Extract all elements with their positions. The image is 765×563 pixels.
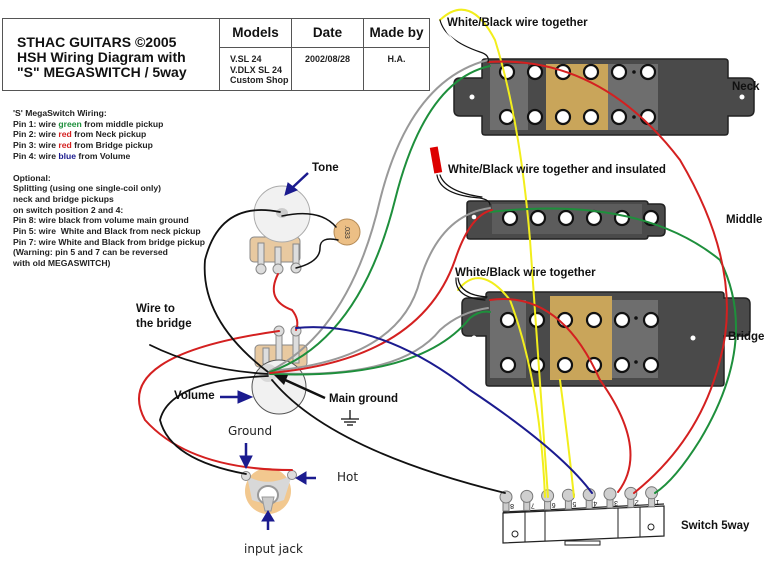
- hot-label: Hot: [337, 470, 359, 484]
- lead-neck: [439, 19, 489, 63]
- volume-label: Volume: [174, 390, 215, 402]
- wire-black-tone-ground: [203, 209, 281, 373]
- main-ground-arrow: [274, 375, 326, 400]
- model-2: V.DLX SL 24: [230, 64, 283, 75]
- lead-middle: [436, 174, 491, 206]
- wires: [138, 8, 737, 498]
- wire-to-bridge-label: Wire to the bridge: [136, 303, 192, 330]
- switch-lug: [624, 486, 638, 500]
- main-ground-label: Main ground: [329, 393, 398, 405]
- title-company: STHAC GUITARS ©2005: [17, 34, 177, 50]
- optional-line: Pin 7: wire White and Black from bridge …: [13, 236, 205, 247]
- wire-red-middle: [269, 209, 493, 374]
- insulation-tube: [429, 146, 443, 174]
- wire-yellow-bridge-2: [559, 379, 575, 498]
- pin-note: Pin 1: wire green from middle pickup: [13, 118, 164, 129]
- optional-line: (Warning: pin 5 and 7 can be reversed: [13, 247, 168, 258]
- tone-pot: [249, 185, 311, 275]
- wire-green-neck: [269, 65, 491, 373]
- madeby-header: Made by: [364, 19, 429, 48]
- date-header: Date: [292, 19, 363, 48]
- input-jack-label: input jack: [244, 542, 303, 556]
- middle-lead-note: White/Black wire together and insulated: [448, 164, 666, 176]
- switch-pin-number: 5: [572, 500, 576, 507]
- optional-line: on switch position 2 and 4:: [13, 204, 124, 215]
- switch-pin-number: 7: [531, 501, 535, 508]
- wire-gray-middle: [269, 207, 491, 372]
- bridge-label: Bridge: [728, 331, 765, 343]
- switch-lugs: 8 7 6 5 4 3 2 1: [499, 486, 660, 512]
- pin-note: Pin 3: wire red from Bridge pickup: [13, 140, 153, 151]
- wire-red-bridge-pu: [489, 298, 632, 493]
- tone-label: Tone: [312, 162, 339, 174]
- switch-lug: [499, 490, 513, 504]
- wire-blue-volume: [295, 326, 593, 494]
- neck-lead-note: White/Black wire together: [447, 17, 588, 29]
- bridge-lead-note: White/Black wire together: [455, 267, 596, 279]
- wire-red-neck: [487, 60, 728, 494]
- ground-label: Ground: [228, 424, 273, 438]
- middle-label: Middle: [726, 214, 763, 226]
- capacitor: [333, 218, 361, 246]
- input-jack-part: [241, 468, 297, 514]
- model-1: V.SL 24: [230, 54, 262, 64]
- pin-note: Pin 4: wire blue from Volume: [13, 150, 131, 161]
- bridge-pickup: [461, 291, 751, 387]
- wire-gray-neck: [269, 59, 489, 372]
- switch-label: Switch 5way: [681, 520, 750, 532]
- lead-bridge: [455, 277, 486, 301]
- middle-pickup: [466, 200, 696, 240]
- models-column: Models V.SL 24 V.DLX SL 24 Custom Shop: [219, 19, 291, 90]
- wire-black-bridge: [149, 344, 269, 375]
- optional-line: Pin 8: wire black from volume main groun…: [13, 215, 189, 226]
- switch-pin-number: 1: [656, 498, 660, 505]
- wire-green-bridge: [269, 310, 491, 376]
- wire-black-tone: [281, 212, 337, 228]
- switch-pin-number: 3: [614, 499, 618, 506]
- notes-heading: 'S' MegaSwitch Wiring:: [13, 108, 107, 118]
- title-text: STHAC GUITARS ©2005 HSH Wiring Diagram w…: [17, 35, 187, 80]
- switch-lug: [520, 489, 534, 503]
- annotation-arrows: [220, 172, 316, 530]
- title-block: STHAC GUITARS ©2005 HSH Wiring Diagram w…: [2, 18, 430, 91]
- title-line3: "S" MEGASWITCH / 5way: [17, 64, 187, 80]
- wire-black-cap: [295, 238, 339, 269]
- optional-line: Pin 5: wire White and Black from neck pi…: [13, 226, 201, 237]
- wire-black-switch: [271, 379, 506, 494]
- optional-line: with old MEGASWITCH): [13, 258, 111, 269]
- optional-line: Splitting (using one single-coil only): [13, 183, 161, 194]
- ground-symbol-icon: [341, 410, 359, 426]
- date-column: Date 2002/08/28: [291, 19, 363, 90]
- wire-yellow-neck: [439, 8, 549, 498]
- wire-red-hot: [138, 330, 293, 471]
- model-3: Custom Shop: [230, 75, 289, 85]
- neck-label: Neck: [732, 81, 760, 93]
- optional-line: Optional:: [13, 172, 51, 183]
- switch-lug: [645, 486, 659, 500]
- wiring-notes: 'S' MegaSwitch Wiring: Pin 1: wire green…: [13, 108, 205, 269]
- date-value: 2002/08/28: [304, 54, 351, 64]
- switch-pin-number: 4: [593, 500, 597, 507]
- madeby-value: H.A.: [387, 54, 406, 64]
- neck-pickup: [453, 58, 755, 136]
- madeby-column: Made by H.A.: [363, 19, 429, 90]
- title-line2: HSH Wiring Diagram with: [17, 49, 186, 65]
- switch-pin-number: 6: [552, 501, 556, 508]
- switch-pin-number: 8: [510, 502, 514, 509]
- wire-green-middle: [489, 207, 737, 494]
- wire-black-ground: [159, 375, 269, 475]
- switch-pin-number: 2: [635, 498, 639, 505]
- wire-red-tone-vol: [272, 273, 299, 331]
- pin-note: Pin 2: wire red from Neck pickup: [13, 129, 147, 140]
- switch-lug: [603, 487, 617, 501]
- models-header: Models: [220, 19, 291, 48]
- capacitor-value: .033: [343, 225, 350, 239]
- optional-line: neck and bridge pickups: [13, 193, 114, 204]
